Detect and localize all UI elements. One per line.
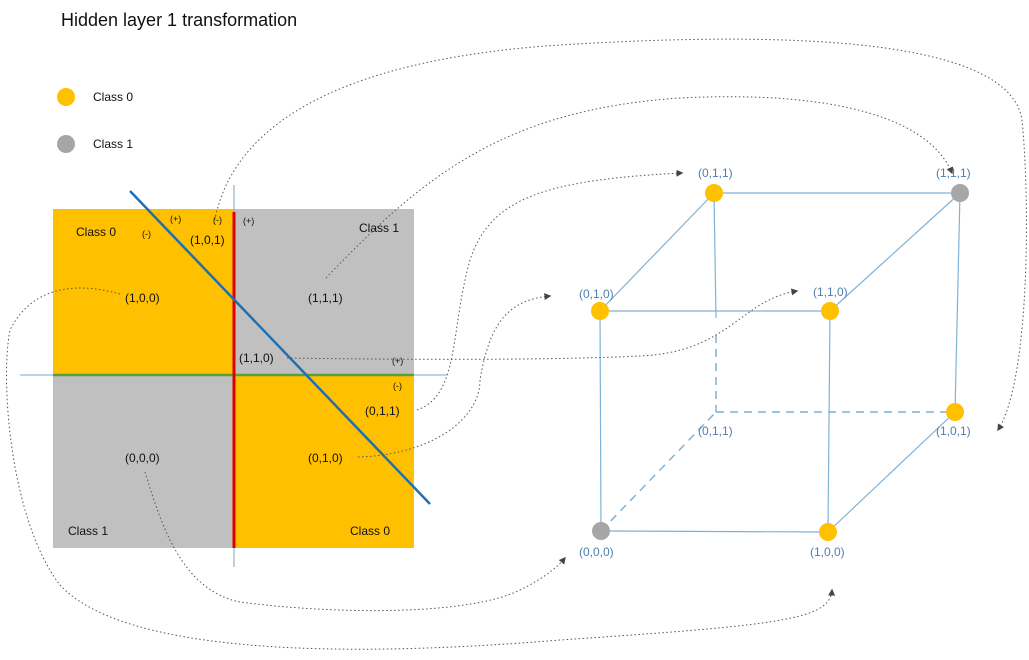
arrow-010-to-cube <box>357 293 552 458</box>
arrow-111-to-cube <box>325 96 954 279</box>
legend-class0-label: Class 0 <box>93 90 133 104</box>
region-code-011: (0,1,1) <box>365 404 400 418</box>
cube-vertex-010 <box>591 302 609 320</box>
cube-label-011-hidden: (0,1,1) <box>698 424 733 438</box>
cube-vertex-000 <box>592 522 610 540</box>
legend: Class 0 Class 1 <box>57 88 133 153</box>
quadrant-top-left <box>53 209 234 375</box>
sign-blue-plus: (+) <box>170 214 181 224</box>
region-code-000: (0,0,0) <box>125 451 160 465</box>
cube-vertex-100 <box>819 523 837 541</box>
mapping-arrows <box>6 38 1027 650</box>
cube-edge <box>827 411 956 533</box>
quadrant-bottom-left <box>53 375 234 548</box>
cube-edge <box>954 192 961 413</box>
region-code-100: (1,0,0) <box>125 291 160 305</box>
legend-class0-dot <box>57 88 75 106</box>
cube-vertex-111 <box>951 184 969 202</box>
arrow-100-to-cube <box>6 287 836 650</box>
cube-vertex-110 <box>821 302 839 320</box>
cube-edge <box>713 192 717 319</box>
quadrant-label-top-right: Class 1 <box>359 221 399 235</box>
cube-label-110: (1,1,0) <box>813 285 848 299</box>
cube-label-011-top: (0,1,1) <box>698 166 733 180</box>
region-code-010: (0,1,0) <box>308 451 343 465</box>
cube-label-000: (0,0,0) <box>579 545 614 559</box>
cube-vertex-011 <box>705 184 723 202</box>
arrow-101-to-cube <box>213 38 1027 432</box>
hidden-unit-blue-boundary <box>129 190 431 505</box>
cube-label-010: (0,1,0) <box>579 287 614 301</box>
quadrant-label-bottom-right: Class 0 <box>350 524 390 538</box>
cube-edge <box>600 530 829 533</box>
region-code-111: (1,1,1) <box>308 291 343 305</box>
cube-edge <box>829 192 961 312</box>
sign-blue-minus: (-) <box>142 229 151 239</box>
arrow-000-to-cube <box>144 471 566 612</box>
cube-label-111: (1,1,1) <box>936 166 971 180</box>
diagram-title: Hidden layer 1 transformation <box>61 10 297 30</box>
input-space: Class 0 Class 1 Class 1 Class 0 (1,0,0) … <box>20 185 447 567</box>
cube-label-100: (1,0,0) <box>810 545 845 559</box>
legend-class1-dot <box>57 135 75 153</box>
legend-class1-label: Class 1 <box>93 137 133 151</box>
quadrant-label-bottom-left: Class 1 <box>68 524 108 538</box>
quadrant-bottom-right <box>234 375 414 548</box>
region-code-101: (1,0,1) <box>190 233 225 247</box>
cube-vertex-101 <box>946 403 964 421</box>
arrow-011-to-cube <box>416 169 684 411</box>
cube-edge <box>599 192 715 312</box>
cube-edge <box>827 310 831 533</box>
quadrant-label-top-left: Class 0 <box>76 225 116 239</box>
quadrant-top-right <box>234 209 414 375</box>
sign-red-plus: (+) <box>243 216 254 226</box>
arrow-110-to-cube <box>286 288 799 360</box>
sign-green-plus: (+) <box>392 356 403 366</box>
sign-red-minus: (-) <box>213 215 222 225</box>
cube-edge <box>599 310 602 532</box>
region-code-110: (1,1,0) <box>239 351 274 365</box>
hidden-space-cube: (0,1,1) (1,1,1) (0,1,0) (1,1,0) (0,1,1) … <box>579 166 971 559</box>
cube-label-101: (1,0,1) <box>936 424 971 438</box>
sign-green-minus: (-) <box>393 381 402 391</box>
